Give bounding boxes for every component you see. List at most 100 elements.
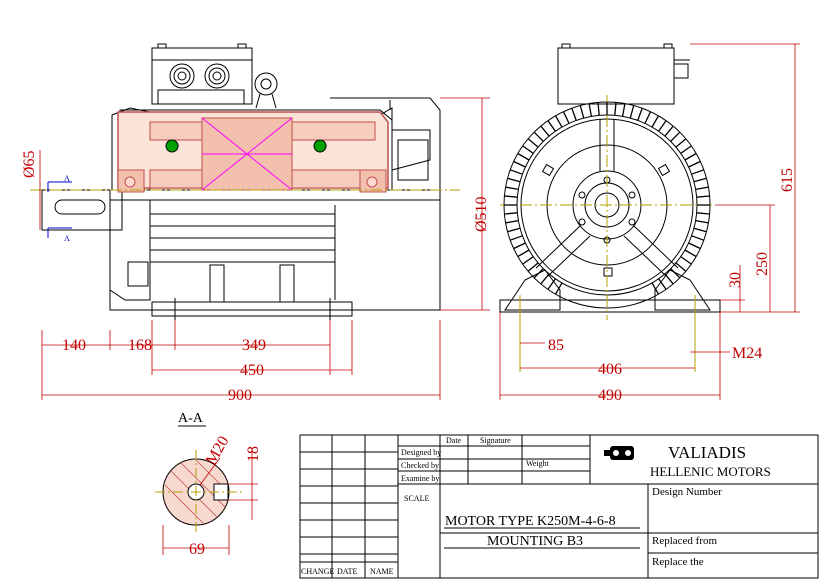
dim-shaft-to-foot: 168: [128, 337, 152, 354]
cooling-fin: [522, 145, 534, 154]
cooling-fin: [540, 125, 550, 137]
cooling-fin: [562, 111, 570, 124]
cooling-fin: [670, 268, 681, 279]
title-block: [299, 434, 819, 579]
cooling-fin: [554, 115, 563, 128]
cooling-fin: [554, 282, 563, 295]
replace-the-label: Replace the: [652, 556, 704, 568]
checked-by-label: Checked by: [401, 461, 439, 470]
cooling-fin: [504, 195, 518, 198]
section-mark-top: A: [64, 174, 70, 183]
title-block-text: Date Signature Designed by Checked by Ex…: [301, 436, 771, 576]
dim-foot-hole-span: 406: [598, 361, 622, 378]
cooling-fin: [547, 120, 556, 132]
section-cutaway: [30, 111, 460, 193]
weight-label: Weight: [526, 459, 550, 468]
cooling-fin: [664, 273, 674, 285]
dim-body-dia: Ø510: [473, 196, 490, 232]
examine-by-label: Examine by: [401, 474, 439, 483]
dim-shaft-height: 250: [754, 252, 771, 276]
cooling-fin: [691, 235, 705, 241]
cooling-fin: [695, 219, 709, 224]
dim-key-shaft-dia: 69: [189, 541, 205, 558]
dim-shaft-ext: 140: [62, 337, 86, 354]
cooling-fin: [513, 242, 526, 250]
cooling-fin: [651, 115, 660, 128]
replaced-from-label: Replaced from: [652, 535, 717, 547]
dim-overall-length: 900: [228, 387, 252, 404]
cooling-fin: [517, 152, 530, 161]
cooling-fin: [533, 268, 544, 279]
cooling-fin: [621, 103, 626, 117]
side-view: [41, 43, 441, 320]
dim-bolt: M24: [732, 345, 762, 362]
dim-foot-width: 85: [548, 337, 564, 354]
cooling-fin: [670, 131, 681, 142]
end-view: [499, 43, 721, 372]
change-label: CHANGE: [301, 567, 334, 576]
dim-overall-width: 490: [598, 387, 622, 404]
designed-by-label: Designed by: [401, 448, 441, 457]
cooling-fin: [507, 177, 521, 183]
cooling-fin: [658, 278, 667, 290]
mounting: MOUNTING B3: [487, 534, 583, 549]
company-logo: [604, 446, 634, 460]
dim-foot-hole-spacing: 349: [242, 337, 266, 354]
section-mark: A A: [47, 174, 72, 243]
cooling-fin: [614, 102, 617, 116]
cooling-fin: [527, 262, 539, 272]
section-title: A-A: [178, 411, 204, 426]
col-date: Date: [446, 436, 462, 445]
cooling-fin: [680, 256, 692, 265]
cooling-fin: [644, 111, 652, 124]
cooling-fin: [691, 169, 705, 175]
cooling-fin: [571, 107, 577, 121]
cooling-fin: [527, 138, 539, 148]
cooling-fin: [509, 235, 523, 241]
dim-foot-thickness: 30: [727, 272, 744, 288]
cooling-fin: [547, 278, 556, 290]
cooling-fin: [684, 249, 697, 258]
cooling-fin: [579, 105, 585, 119]
name-label: NAME: [370, 567, 394, 576]
dim-key-thread: M20: [203, 433, 233, 468]
cooling-fin: [696, 195, 710, 198]
dimension-labels: Ø65 Ø510 615 250 30 140 168 349 450 900 …: [21, 150, 796, 404]
cooling-fin: [597, 102, 600, 116]
cooling-fin: [675, 262, 687, 272]
cooling-fin: [651, 282, 660, 295]
col-signature: Signature: [480, 436, 511, 445]
cooling-fin: [684, 152, 697, 161]
cooling-fin: [540, 273, 550, 285]
cooling-fin: [517, 249, 530, 258]
cooling-fin: [675, 138, 687, 148]
cooling-fin: [688, 160, 701, 168]
company-name: VALIADIS: [668, 443, 746, 462]
cooling-fin: [507, 227, 521, 233]
cooling-fin: [658, 120, 667, 132]
dimension-lines: [39, 43, 800, 400]
cooling-fin: [637, 107, 643, 121]
cooling-fin: [505, 219, 519, 224]
cooling-fin: [688, 242, 701, 250]
scale-label: SCALE: [404, 494, 429, 503]
section-aa: A-A M20 18 69: [155, 411, 262, 558]
end-view-cooling-fins: [504, 102, 710, 295]
cooling-fin: [629, 105, 635, 119]
cooling-fin: [695, 186, 709, 191]
cooling-fin: [693, 177, 707, 183]
dim-key-height: 18: [245, 446, 262, 462]
company-subtitle: HELLENIC MOTORS: [650, 464, 771, 479]
cooling-fin: [504, 212, 518, 215]
cooling-fin: [696, 212, 710, 215]
cooling-fin: [505, 186, 519, 191]
cooling-fin: [533, 131, 544, 142]
cooling-fin: [680, 145, 692, 154]
cooling-fin: [513, 160, 526, 168]
design-number-label: Design Number: [652, 486, 722, 498]
date-label: DATE: [337, 567, 358, 576]
cooling-fin: [522, 256, 534, 265]
cooling-fin: [693, 227, 707, 233]
motor-type: MOTOR TYPE K250M-4-6-8: [445, 514, 616, 529]
